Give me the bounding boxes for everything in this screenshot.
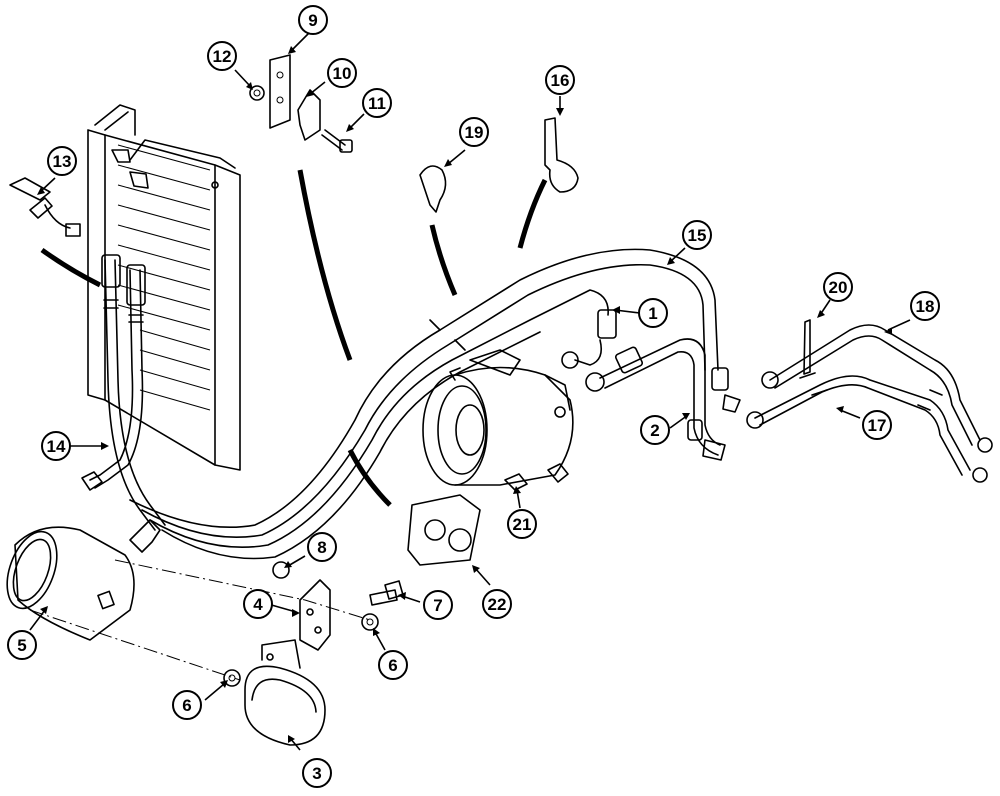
callout-21-label: 21 (513, 515, 532, 534)
lines-17-18-drawing (746, 324, 993, 483)
bracket-and-clamp-drawing (244, 579, 331, 746)
callout-3: 3 (302, 758, 332, 788)
callout-6-right-label: 6 (388, 656, 397, 675)
leader-line-clip-a (297, 169, 353, 361)
callout-8-label: 8 (317, 538, 326, 557)
callout-22: 22 (482, 589, 512, 619)
condenser-hose-assembly (81, 254, 166, 553)
callout-3-label: 3 (312, 764, 321, 783)
leader-line-clip-b (429, 224, 458, 296)
callout-7: 7 (423, 590, 453, 620)
main-hose-drawing (129, 248, 741, 560)
callout-6-left: 6 (172, 690, 202, 720)
callout-12: 12 (207, 41, 237, 71)
callout-17-label: 17 (868, 416, 887, 435)
callout-15-label: 15 (688, 226, 707, 245)
leader-line-gasket (347, 448, 392, 507)
callout-7-label: 7 (433, 596, 442, 615)
callout-22-label: 22 (488, 595, 507, 614)
callout-20: 20 (823, 272, 853, 302)
callout-2: 2 (640, 415, 670, 445)
gasket-drawing (407, 494, 481, 566)
hardware-drawing (223, 54, 811, 687)
condenser-drawing (87, 104, 241, 471)
callout-10: 10 (327, 58, 357, 88)
callout-20-label: 20 (829, 278, 848, 297)
callout-16-label: 16 (551, 71, 570, 90)
callout-4-label: 4 (253, 595, 263, 614)
compressor-drawing (422, 349, 574, 491)
pressure-switch-drawing (9, 177, 81, 237)
callout-18: 18 (910, 291, 940, 321)
callout-10-label: 10 (333, 64, 352, 83)
leader-line-switch (40, 247, 102, 288)
hose-2-drawing (585, 338, 726, 461)
callout-19: 19 (459, 117, 489, 147)
callout-2-label: 2 (650, 421, 659, 440)
callout-12-label: 12 (213, 47, 232, 66)
callout-15: 15 (682, 220, 712, 250)
callout-19-label: 19 (465, 123, 484, 142)
callout-5-label: 5 (17, 636, 26, 655)
callout-21: 21 (507, 509, 537, 539)
leader-line-clip-c (517, 178, 548, 249)
callout-6-right: 6 (378, 650, 408, 680)
callout-16: 16 (545, 65, 575, 95)
callout-17: 17 (862, 410, 892, 440)
callout-arrows (29, 31, 911, 751)
callout-13-label: 13 (53, 152, 72, 171)
callout-14-label: 14 (47, 437, 66, 456)
callout-4: 4 (243, 589, 273, 619)
callout-1-label: 1 (648, 304, 657, 323)
callout-11: 11 (362, 88, 392, 118)
callout-9-label: 9 (308, 11, 317, 30)
callout-18-label: 18 (916, 297, 935, 316)
callout-8: 8 (307, 532, 337, 562)
callout-1: 1 (638, 298, 668, 328)
callout-9: 9 (298, 5, 328, 35)
callout-14: 14 (41, 431, 71, 461)
callout-13: 13 (47, 146, 77, 176)
callout-11-label: 11 (368, 94, 386, 113)
callout-5: 5 (7, 630, 37, 660)
callout-6-left-label: 6 (182, 696, 191, 715)
